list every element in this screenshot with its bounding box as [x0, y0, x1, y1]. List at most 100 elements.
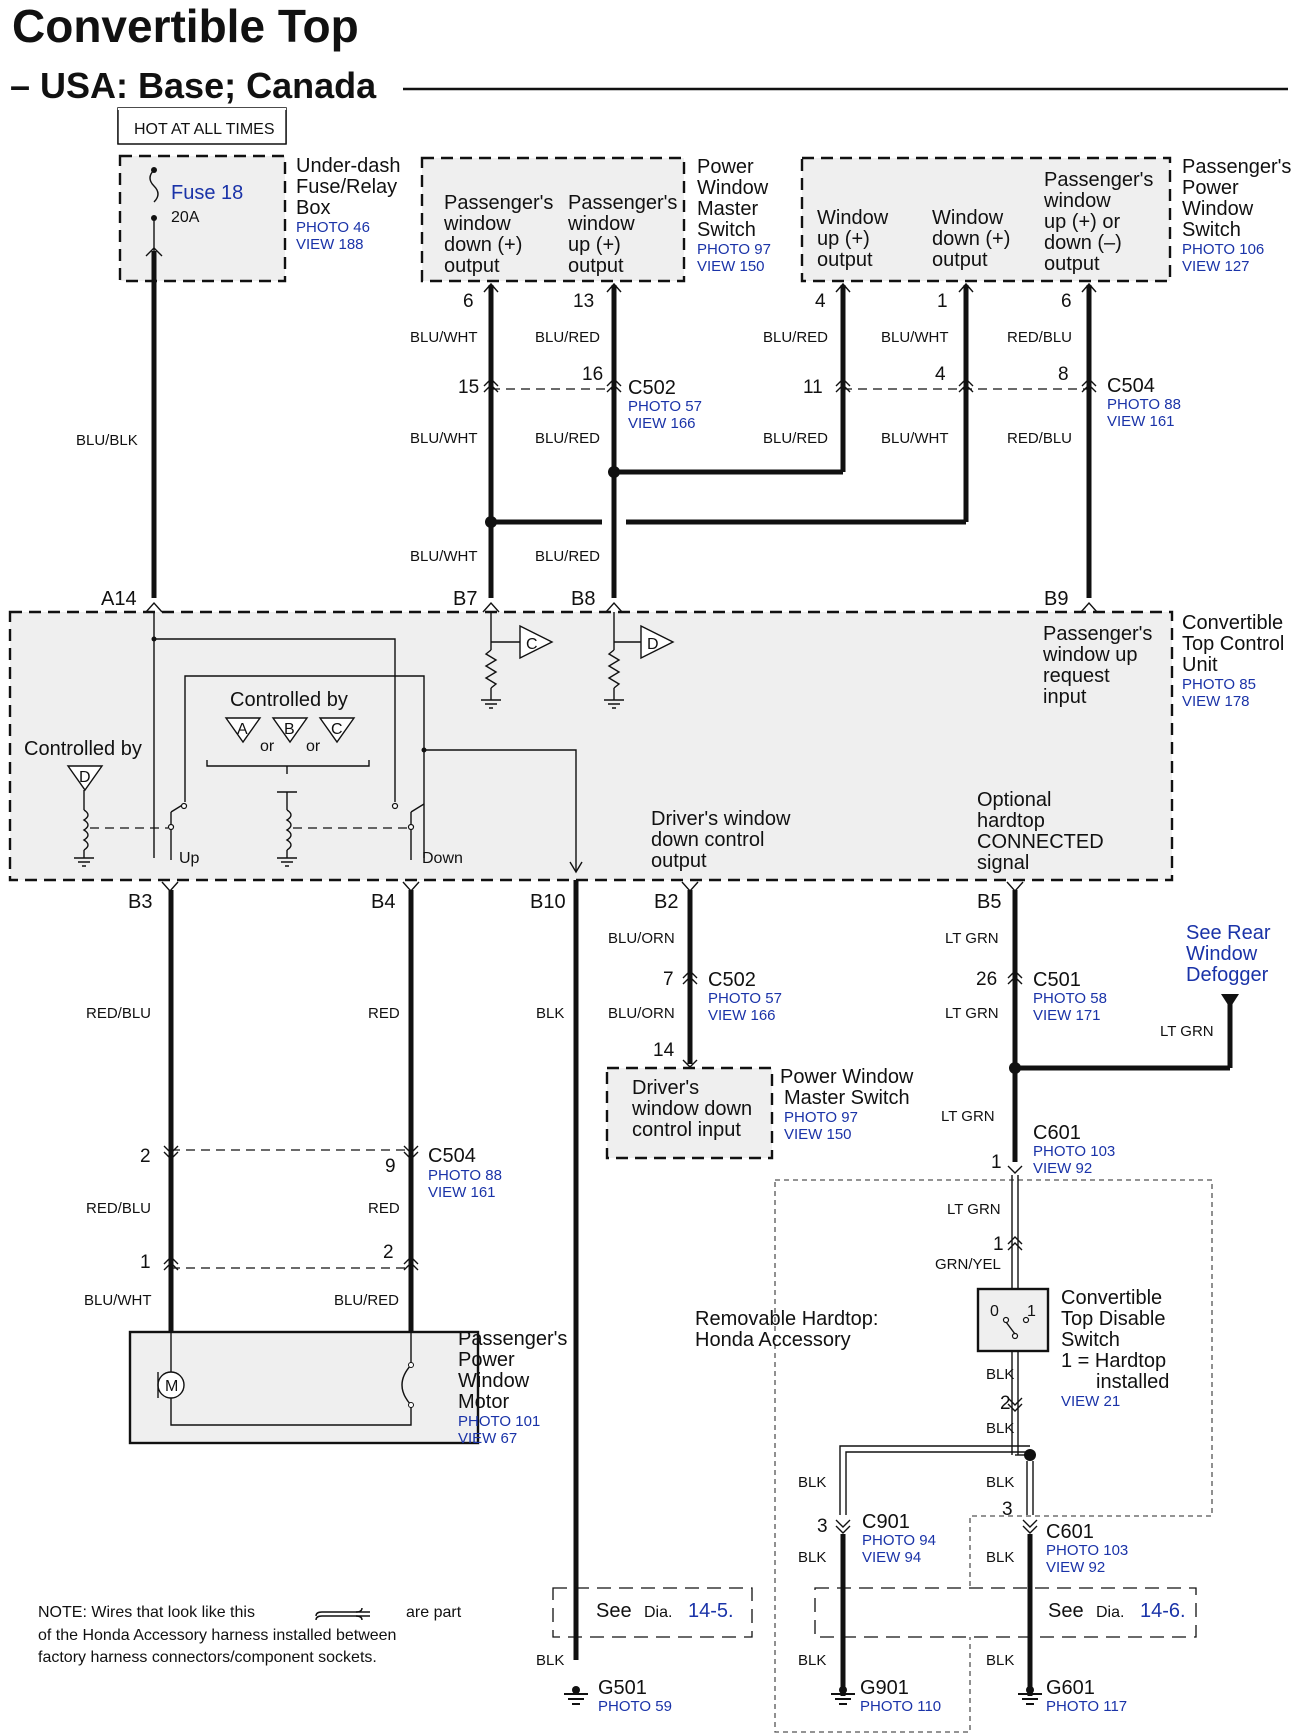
see-dia-14-6-box	[814, 1587, 1197, 1638]
defogger-link-2[interactable]: Window	[1186, 943, 1258, 965]
motor-label-2: Power	[458, 1349, 515, 1371]
pin-switch-1: 1	[993, 1234, 1004, 1255]
wire-label-b5-1: LT GRN	[945, 930, 999, 947]
wire-label-low-2: BLU/RED	[535, 548, 600, 565]
disable-switch-box	[976, 1287, 1050, 1353]
fuse-relay-box	[118, 154, 287, 283]
defogger-link-3[interactable]: Defogger	[1186, 964, 1269, 986]
pass-switch-photo: PHOTO 106	[1182, 241, 1264, 258]
pin-b3: B3	[128, 891, 152, 913]
down-label: Down	[422, 850, 463, 867]
c504-top-name: C504	[1107, 375, 1155, 397]
c504-bottom-view: VIEW 161	[428, 1184, 496, 1201]
c504-bottom-name: C504	[428, 1145, 476, 1167]
c504-bottom-photo: PHOTO 88	[428, 1167, 502, 1184]
pin-switch-2: 2	[1000, 1393, 1011, 1414]
note-line-2: are part	[406, 1604, 462, 1621]
passenger-request-4: input	[1043, 686, 1087, 708]
g601-photo: PHOTO 117	[1046, 1698, 1127, 1715]
see-dia-14-5-link[interactable]: 14-5.	[688, 1600, 734, 1622]
coil-abc-icon	[285, 809, 292, 851]
wire-label-b2-1: BLU/ORN	[608, 930, 675, 947]
pin-c601-3: 3	[1002, 1499, 1013, 1520]
hot-at-all-times-label: HOT AT ALL TIMES	[134, 121, 275, 138]
wire-label-blu-blk: BLU/BLK	[76, 432, 138, 449]
master-switch-label-2: Window	[697, 177, 769, 199]
driver-input-box	[605, 1066, 774, 1160]
pass-switch-output-down-1: Window	[932, 207, 1004, 229]
pin-b8: B8	[571, 588, 595, 610]
pin-c504-11: 11	[803, 377, 823, 398]
pin-b5: B5	[977, 891, 1001, 913]
see-dia-14-6-link[interactable]: 14-6.	[1140, 1600, 1186, 1622]
pass-switch-label-3: Window	[1182, 198, 1254, 220]
ctrl-d-letter: D	[79, 769, 91, 786]
hardtop-area	[774, 1179, 1213, 1733]
wire-label-b10: BLK	[536, 1005, 564, 1022]
defogger-link-1[interactable]: See Rear	[1186, 922, 1271, 944]
master-output-up-3: up (+)	[568, 234, 621, 256]
c502-top-photo: PHOTO 57	[628, 398, 702, 415]
wire-label-blk-g901a: BLK	[798, 1549, 826, 1566]
master-output-down-3: down (+)	[444, 234, 522, 256]
disable-switch-label-1: Convertible	[1061, 1287, 1162, 1309]
fuse-18-icon	[149, 169, 159, 203]
wire-label-top-3: BLU/RED	[763, 329, 828, 346]
pass-switch-output-req-5: output	[1044, 253, 1100, 275]
pin-b9: B9	[1044, 588, 1068, 610]
c502-top-name: C502	[628, 377, 676, 399]
c601-top-view: VIEW 92	[1033, 1160, 1092, 1177]
see-dia-14-5-box	[552, 1587, 753, 1638]
g501-photo: PHOTO 59	[598, 1698, 672, 1715]
pin-a14: A14	[101, 588, 137, 610]
master-switch-label-4: Switch	[697, 219, 756, 241]
c501-name: C501	[1033, 969, 1081, 991]
pass-switch-output-req-3: up (+) or	[1044, 211, 1120, 233]
master-switch-photo: PHOTO 97	[697, 241, 771, 258]
or-2: or	[306, 738, 321, 755]
hardtop-signal-2: hardtop	[977, 810, 1045, 832]
driver-input-1: Driver's	[632, 1077, 699, 1099]
wire-label-top-4: BLU/WHT	[881, 329, 949, 346]
wire-label-mid-4: BLU/WHT	[881, 430, 949, 447]
g901-photo: PHOTO 110	[860, 1698, 941, 1715]
passenger-request-1: Passenger's	[1043, 623, 1152, 645]
ground-g501-icon	[564, 1686, 588, 1705]
fuse-18-rating: 20A	[171, 209, 200, 226]
see-dia-1-dia: Dia.	[644, 1604, 672, 1621]
wire-label-mid-5: RED/BLU	[1007, 430, 1072, 447]
amp-c-triangle	[519, 624, 554, 660]
motor-label-3: Window	[458, 1370, 530, 1392]
switch-pos-0: 0	[990, 1303, 999, 1320]
wire-label-blu-wht-motor: BLU/WHT	[84, 1292, 152, 1309]
wire-label-defogger: LT GRN	[1160, 1023, 1214, 1040]
g601-name: G601	[1046, 1677, 1095, 1699]
control-unit-box	[8, 610, 1174, 882]
driver-output-1: Driver's window	[651, 808, 791, 830]
wire-label-blu-red-motor: BLU/RED	[334, 1292, 399, 1309]
pass-switch-output-down-2: down (+)	[932, 228, 1010, 250]
c504-top-view: VIEW 161	[1107, 413, 1175, 430]
wire-label-blk-g901b: BLK	[798, 1652, 826, 1669]
disable-switch-view: VIEW 21	[1061, 1393, 1120, 1410]
pass-switch-label-4: Switch	[1182, 219, 1241, 241]
pin-c504-9: 9	[385, 1156, 396, 1177]
wire-label-grn-yel: GRN/YEL	[935, 1256, 1001, 1273]
c502-bottom-view: VIEW 166	[708, 1007, 776, 1024]
fuse-box-view: VIEW 188	[296, 236, 364, 253]
wire-label-lt-grn-acc: LT GRN	[947, 1201, 1001, 1218]
hardtop-area-label-1: Removable Hardtop:	[695, 1308, 878, 1330]
wire-label-blk-g501: BLK	[536, 1652, 564, 1669]
pass-switch-output-down-3: output	[932, 249, 988, 271]
pin-b7: B7	[453, 588, 477, 610]
motor-label-4: Motor	[458, 1391, 509, 1413]
motor-label-1: Passenger's	[458, 1328, 567, 1350]
driver-input-photo: PHOTO 97	[784, 1109, 858, 1126]
pin-pass-6: 6	[1061, 291, 1072, 312]
coil-d-icon	[82, 809, 89, 851]
up-label: Up	[179, 850, 200, 867]
disable-switch-label-2: Top Disable	[1061, 1308, 1166, 1330]
master-switch-box	[420, 156, 686, 283]
wire-label-top-2: BLU/RED	[535, 329, 600, 346]
pin-master-13: 13	[573, 291, 594, 312]
